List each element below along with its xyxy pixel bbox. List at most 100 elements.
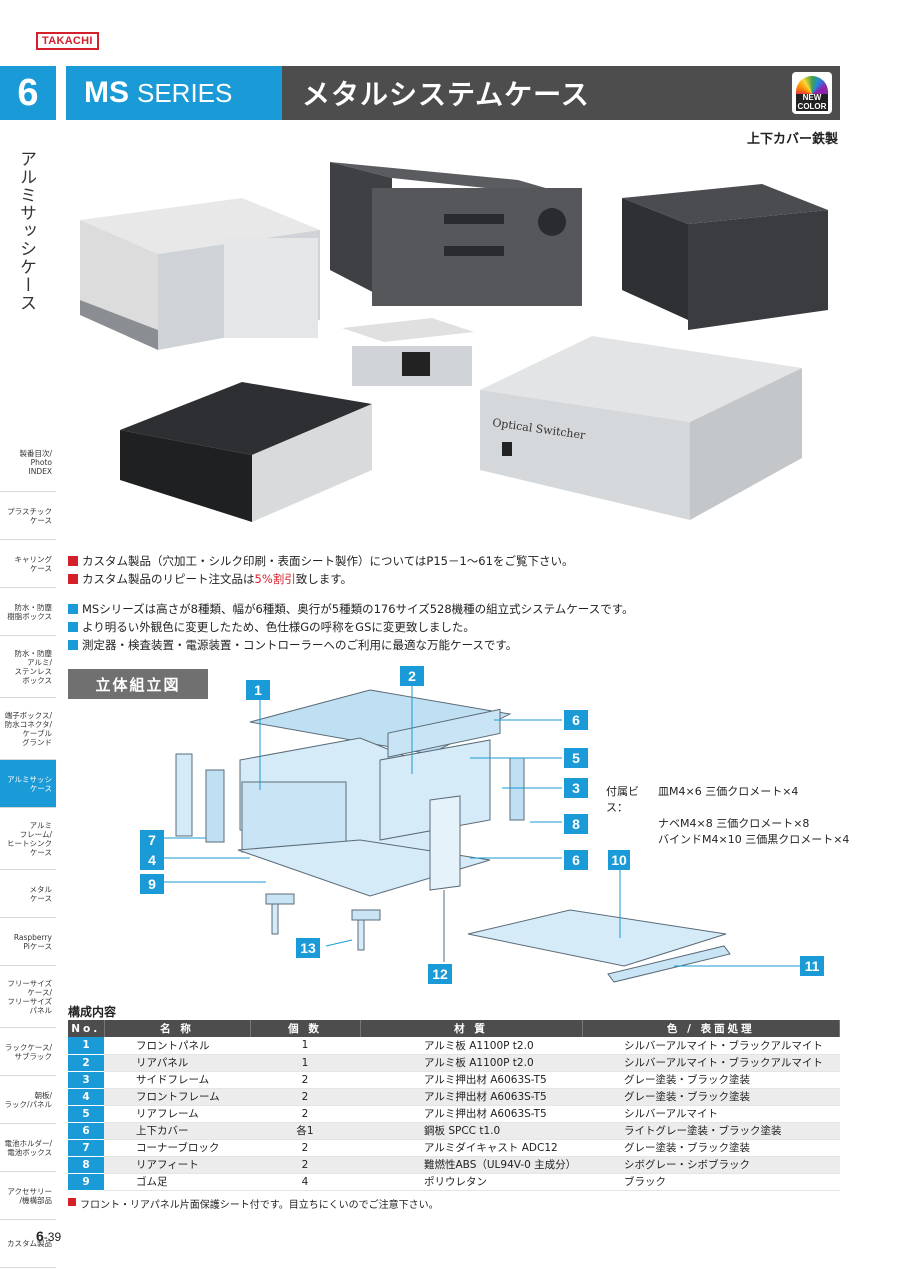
cell-qty: 1 <box>250 1054 360 1072</box>
cell-qty: 2 <box>250 1156 360 1174</box>
sidebar-item[interactable]: 朝板/ ラック/パネル <box>0 1076 56 1124</box>
cell-name: リアフレーム <box>104 1105 250 1123</box>
header-name: 名 称 <box>104 1020 251 1037</box>
sidebar-item[interactable]: アルミ フレーム/ ヒートシンク ケース <box>0 808 56 870</box>
sidebar-item[interactable]: プラスチック ケース <box>0 492 56 540</box>
cell-color: シルバーアルマイト・ブラックアルマイト <box>582 1054 840 1072</box>
cell-name: フロントパネル <box>104 1037 250 1055</box>
badge-text: NEW COLOR <box>795 93 829 111</box>
cell-no: 8 <box>68 1156 104 1174</box>
cell-material: アルミ押出材 A6063S-T5 <box>360 1071 582 1089</box>
cell-no: 6 <box>68 1122 104 1140</box>
callout-13: 13 <box>296 938 320 958</box>
cell-color: グレー塗装・ブラック塗装 <box>582 1139 840 1157</box>
sidebar-item[interactable]: アルミサッシ ケース <box>0 760 56 808</box>
cell-no: 1 <box>68 1037 104 1055</box>
cell-material: 鋼板 SPCC t1.0 <box>360 1122 582 1140</box>
series-suffix: SERIES <box>137 77 233 108</box>
cell-material: アルミ押出材 A6063S-T5 <box>360 1105 582 1123</box>
cell-qty: 1 <box>250 1037 360 1055</box>
page-title: メタルシステムケース <box>282 66 840 120</box>
subtitle: 上下カバー鉄製 <box>746 132 838 147</box>
callout-3: 3 <box>564 778 588 798</box>
cell-name: コーナーブロック <box>104 1139 250 1157</box>
callout-1: 1 <box>246 680 270 700</box>
chapter-number: 6 <box>0 66 56 120</box>
cell-name: リアフィート <box>104 1156 250 1174</box>
sidebar-item[interactable]: キャリング ケース <box>0 540 56 588</box>
note-color-spec: より明るい外観色に変更したため、色仕様Gの呼称をGSに変更致しました。 <box>68 618 848 636</box>
new-color-badge: NEW COLOR <box>792 72 832 114</box>
sidebar-item[interactable]: フリーサイズ ケース/ フリーサイズ パネル <box>0 966 56 1028</box>
takachi-logo: TAKACHI <box>36 32 99 50</box>
sidebar-item[interactable]: 端子ボックス/ 防水コネクタ/ ケーブル グランド <box>0 698 56 760</box>
callout-2: 2 <box>400 666 424 686</box>
cell-no: 9 <box>68 1173 104 1191</box>
case-dark-front-panel <box>330 162 582 306</box>
case-black-bottom <box>120 382 372 522</box>
assembly-diagram <box>130 670 830 990</box>
callout-10: 10 <box>608 850 630 870</box>
header-color: 色 / 表面処理 <box>582 1020 840 1037</box>
case-light-left <box>80 198 320 350</box>
rainbow-icon <box>796 76 828 94</box>
cell-no: 7 <box>68 1139 104 1157</box>
sidebar-item[interactable]: メタル ケース <box>0 870 56 918</box>
cell-no: 4 <box>68 1088 104 1106</box>
sidebar-item[interactable]: 防水・防塵 樹脂ボックス <box>0 588 56 636</box>
assembly-diagram-label: 立体組立図 <box>68 669 208 699</box>
callout-8: 8 <box>564 814 588 834</box>
accessory-item: 皿M4×6 三価クロメート×4 <box>658 785 799 798</box>
sidebar-item[interactable]: 技術資料/ 各種ご案内 <box>0 1268 56 1272</box>
cell-material: アルミ板 A1100P t2.0 <box>360 1037 582 1055</box>
cell-name: 上下カバー <box>104 1122 250 1140</box>
note-sizes: MSシリーズは高さが8種類、幅が6種類、奥行が5種類の176サイズ528機種の組… <box>68 600 848 618</box>
sidebar-item[interactable]: ラックケース/ サブラック <box>0 1028 56 1076</box>
accessory-screws: 付属ビス：皿M4×6 三価クロメート×4 ナベM4×8 三価クロメート×8 バイ… <box>606 784 849 848</box>
cell-name: ゴム足 <box>104 1173 250 1191</box>
sidebar-item[interactable]: アクセサリー /機構部品 <box>0 1172 56 1220</box>
case-dark-right <box>622 184 828 330</box>
case-optical-switcher: Optical Switcher <box>480 336 802 520</box>
accessory-item: ナベM4×8 三価クロメート×8 <box>658 817 810 830</box>
cell-material: アルミ押出材 A6063S-T5 <box>360 1088 582 1106</box>
cell-material: ポリウレタン <box>360 1173 582 1191</box>
chapter-vertical-label: アルミサッシケース <box>16 150 36 312</box>
cell-color: グレー塗装・ブラック塗装 <box>582 1071 840 1089</box>
sidebar-item[interactable]: カスタム製品 <box>0 1220 56 1268</box>
sidebar-item[interactable]: 製番目次/ Photo INDEX <box>0 434 56 492</box>
exploded-view <box>160 682 802 983</box>
header-no: No. <box>68 1020 105 1037</box>
cell-qty: 4 <box>250 1173 360 1191</box>
page-number: 6-39 <box>36 1228 62 1244</box>
cell-no: 5 <box>68 1105 104 1123</box>
product-photos: Optical Switcher <box>62 150 842 530</box>
cell-qty: 2 <box>250 1139 360 1157</box>
note-usage: 測定器・検査装置・電源装置・コントローラーへのご利用に最適な万能ケースです。 <box>68 636 848 654</box>
accessory-item: バインドM4×10 三価黒クロメート×4 <box>658 833 850 846</box>
sidebar-item[interactable]: 電池ホルダー/ 電池ボックス <box>0 1124 56 1172</box>
cell-color: シルバーアルマイト・ブラックアルマイト <box>582 1037 840 1055</box>
sidebar-item[interactable]: 防水・防塵 アルミ/ ステンレス ボックス <box>0 636 56 698</box>
cell-qty: 2 <box>250 1105 360 1123</box>
table-title: 構成内容 <box>68 1005 117 1019</box>
series-name: MS <box>84 76 129 109</box>
callout-11: 11 <box>800 956 824 976</box>
callout-9: 9 <box>140 874 164 894</box>
cell-color: ライトグレー塗装・ブラック塗装 <box>582 1122 840 1140</box>
cell-qty: 2 <box>250 1071 360 1089</box>
cell-name: サイドフレーム <box>104 1071 250 1089</box>
table-header-row: No. 名 称 個 数 材 質 色 / 表面処理 <box>68 1020 840 1037</box>
cell-color: シボグレー・シボブラック <box>582 1156 840 1174</box>
sidebar-item[interactable]: Raspberry Piケース <box>0 918 56 966</box>
cell-no: 3 <box>68 1071 104 1089</box>
